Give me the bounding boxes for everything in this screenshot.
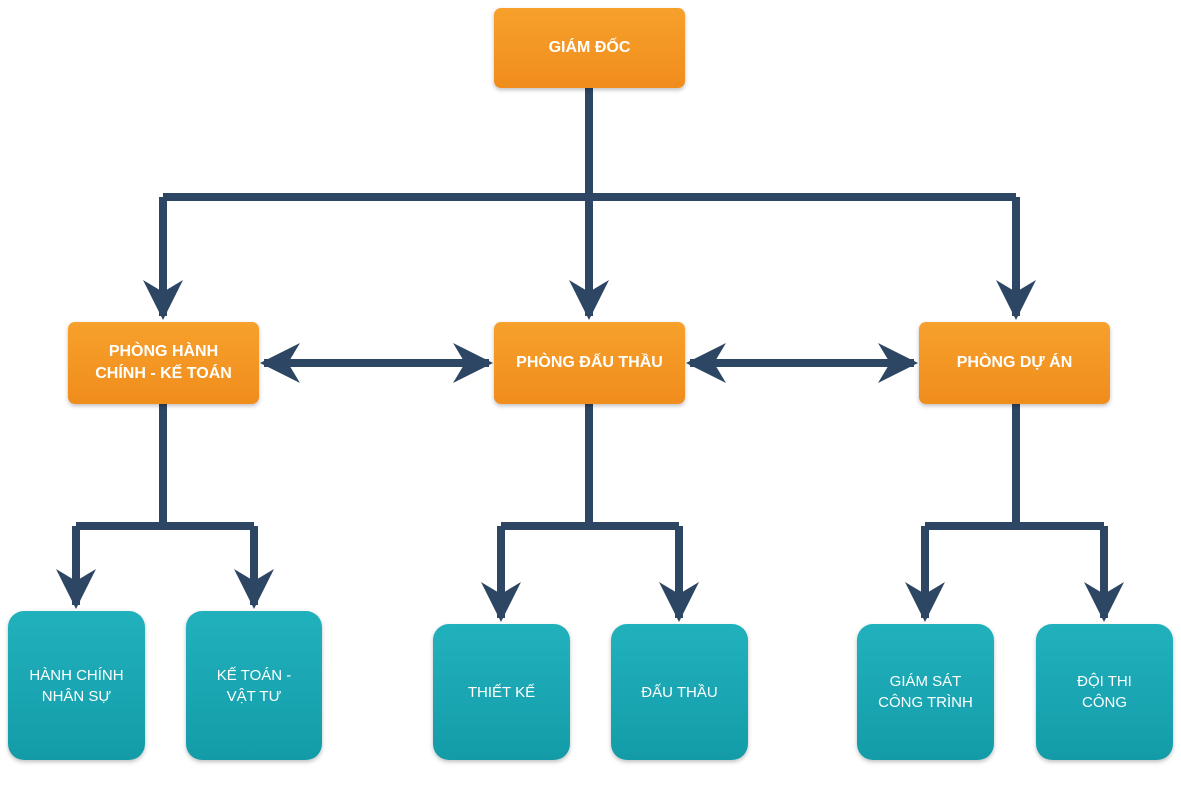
node-label: GIÁM SÁT CÔNG TRÌNH — [878, 673, 973, 711]
node-label: GIÁM ĐỐC — [548, 39, 631, 56]
node-label: THIẾT KẾ — [467, 683, 536, 701]
node-label: PHÒNG HÀNH CHÍNH - KẾ TOÁN — [95, 343, 232, 382]
node-label: ĐỘI THI CÔNG — [1077, 673, 1132, 711]
node-label: PHÒNG ĐẤU THẦU — [516, 354, 663, 371]
node-doi-thi-cong: ĐỘI THI CÔNG — [1036, 624, 1173, 760]
node-label: ĐẤU THẦU — [641, 683, 718, 701]
node-label: HÀNH CHÍNH NHÂN SỰ — [29, 666, 124, 705]
node-phong-du-an: PHÒNG DỰ ÁN — [919, 322, 1110, 404]
node-phong-hanh-chinh-ke-toan: PHÒNG HÀNH CHÍNH - KẾ TOÁN — [68, 322, 259, 404]
node-dau-thau: ĐẤU THẦU — [611, 624, 748, 760]
node-hanh-chinh-nhan-su: HÀNH CHÍNH NHÂN SỰ — [8, 611, 145, 760]
node-ke-toan-vat-tu: KẾ TOÁN - VẬT TƯ — [186, 611, 322, 760]
node-label: KẾ TOÁN - VẬT TƯ — [216, 666, 292, 705]
node-giam-doc: GIÁM ĐỐC — [494, 8, 685, 88]
node-thiet-ke: THIẾT KẾ — [433, 624, 570, 760]
node-phong-dau-thau: PHÒNG ĐẤU THẦU — [494, 322, 685, 404]
node-label: PHÒNG DỰ ÁN — [956, 354, 1073, 371]
node-giam-sat-cong-trinh: GIÁM SÁT CÔNG TRÌNH — [857, 624, 994, 760]
